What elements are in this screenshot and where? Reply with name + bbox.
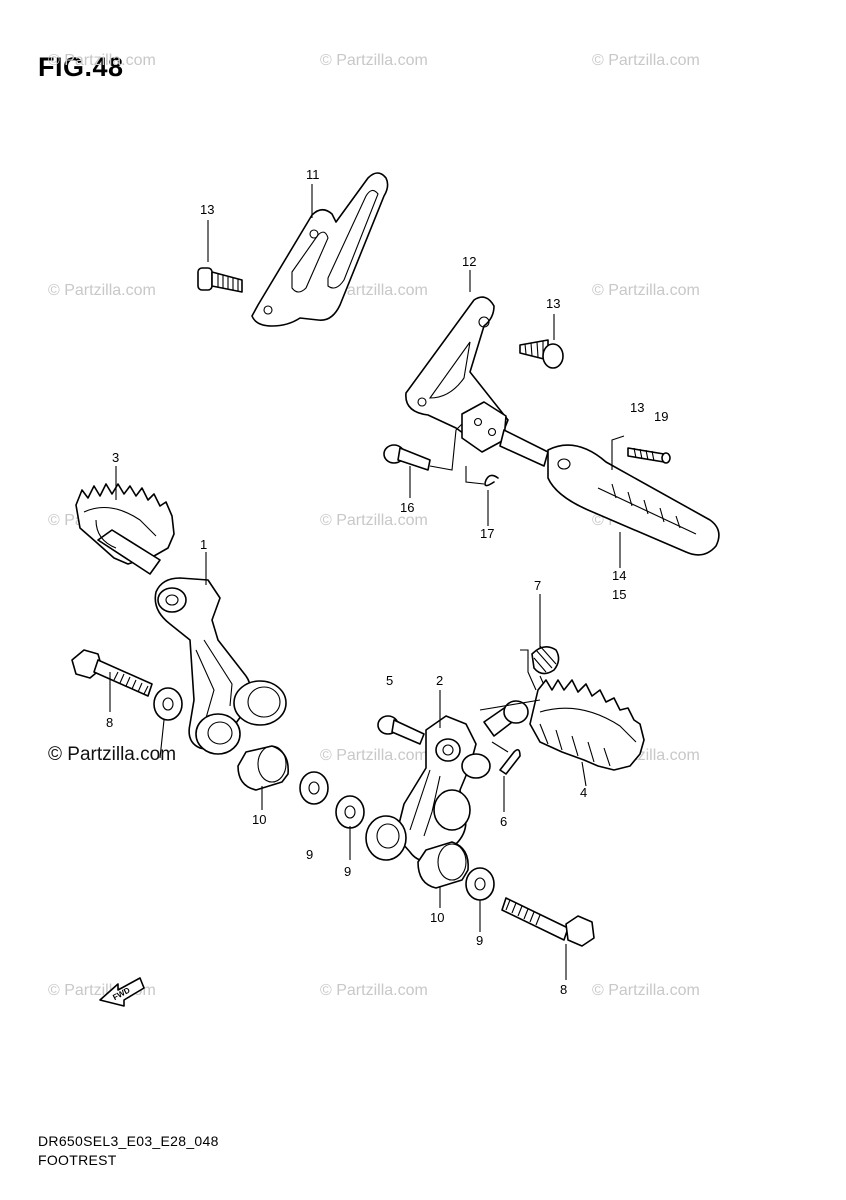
callout-19: 19 [654,409,668,424]
part-5-pin [377,715,425,745]
callout-10: 10 [430,910,444,925]
watermark: © Partzilla.com [48,282,156,299]
callout-labels: 11 13 12 13 13 19 3 1 16 17 14 15 7 5 2 … [106,167,668,997]
part-3-footpeg [75,483,175,575]
part-9-washer [153,687,183,721]
callout-17: 17 [480,526,494,541]
callout-14: 14 [612,568,626,583]
diagram-code: DR650SEL3_E03_E28_048 [38,1133,219,1149]
part-8-bolt [501,897,595,947]
callout-11: 11 [306,167,320,182]
watermark: © Partzilla.com [48,52,156,69]
part-1-bracket [154,577,287,755]
callout-13: 13 [546,296,560,311]
part-13-bolt [519,339,564,369]
figure-title: FIG.48 [38,52,124,82]
watermark: © Partzilla.com [320,52,428,69]
part-14-footpeg [499,429,720,556]
leader-lines [109,184,621,980]
part-7-spring [520,645,560,695]
watermark-dark: © Partzilla.com [48,744,176,765]
diagram-name: FOOTREST [38,1152,117,1168]
part-17-clip [465,466,499,487]
part-10-bushing [417,841,469,889]
part-11-bracket [251,172,389,327]
part-6-cotter-pin [491,741,521,775]
callout-9: 9 [306,847,313,862]
part-16-pin [383,423,463,471]
watermark: © Partzilla.com [320,982,428,999]
callout-4: 4 [580,785,587,800]
callout-7: 7 [534,578,541,593]
part-13-bolt [197,267,243,293]
callout-15: 15 [612,587,626,602]
part-10-bushing [237,745,289,791]
part-12-bracket [405,296,509,453]
callout-8: 8 [560,982,567,997]
part-19-spring [611,435,671,470]
callout-9: 9 [476,933,483,948]
callout-6: 6 [500,814,507,829]
callout-9: 9 [344,864,351,879]
callout-2: 2 [436,673,443,688]
part-9-washer [299,771,329,805]
callout-8: 8 [106,715,113,730]
watermark: © Partzilla.com [320,512,428,529]
part-2-bracket [365,715,491,862]
watermark: © Partzilla.com [592,52,700,69]
fwd-arrow-icon: FWD [99,977,145,1007]
callout-12: 12 [462,254,476,269]
callout-5: 5 [386,673,393,688]
watermark: © Partzilla.com [320,747,428,764]
callout-1: 1 [200,537,207,552]
callout-13: 13 [200,202,214,217]
callout-13: 13 [630,400,644,415]
part-8-bolt [71,649,153,697]
part-9-washer [465,867,495,901]
part-4-footpeg [479,679,645,771]
callout-3: 3 [112,450,119,465]
watermark: © Partzilla.com [592,282,700,299]
watermark: © Partzilla.com [592,982,700,999]
part-9-washer [335,795,365,829]
callout-16: 16 [400,500,414,515]
callout-10: 10 [252,812,266,827]
